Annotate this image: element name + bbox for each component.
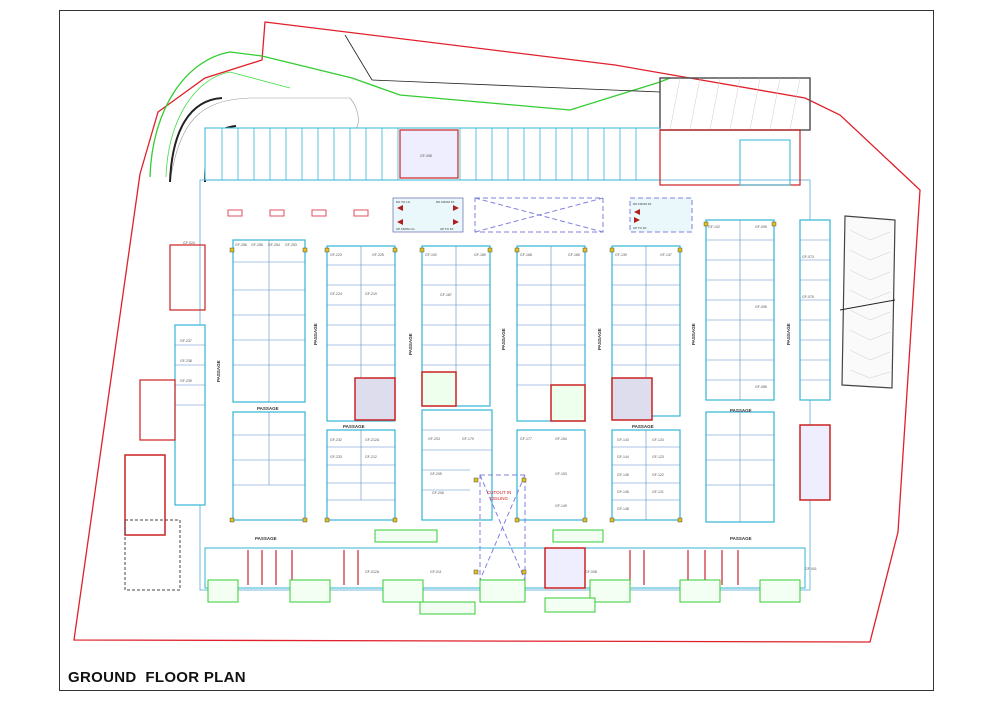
svg-text:GF-137: GF-137 — [660, 253, 672, 257]
svg-text:GF-205: GF-205 — [430, 472, 442, 476]
svg-text:GF-253: GF-253 — [285, 243, 297, 247]
drawing-frame — [59, 10, 934, 691]
svg-text:GF-154: GF-154 — [555, 437, 567, 441]
svg-text:GF-224: GF-224 — [330, 292, 342, 296]
svg-text:GF-255: GF-255 — [251, 243, 263, 247]
toilet-core-2 — [550, 384, 586, 422]
svg-text:GF-177: GF-177 — [520, 437, 532, 441]
svg-text:DN TO LG: DN TO LG — [396, 200, 411, 204]
svg-text:PASSAGE: PASSAGE — [408, 333, 413, 355]
svg-text:GF-187: GF-187 — [440, 293, 452, 297]
svg-text:GF-256: GF-256 — [235, 243, 247, 247]
drawing-title: GROUND FLOOR PLAN — [68, 669, 246, 686]
svg-text:GF-168: GF-168 — [520, 253, 532, 257]
svg-text:PASSAGE: PASSAGE — [343, 424, 365, 429]
setback-line — [149, 51, 671, 178]
svg-text:GF-102: GF-102 — [708, 225, 720, 229]
svg-text:GF-139: GF-139 — [615, 253, 627, 257]
svg-text:GF-219: GF-219 — [365, 292, 377, 296]
stair-core-1 — [354, 377, 396, 421]
svg-text:GF-144: GF-144 — [617, 455, 629, 459]
east-core — [799, 424, 831, 501]
svg-text:UP TO FF: UP TO FF — [633, 226, 647, 230]
svg-text:DN FROM FF: DN FROM FF — [436, 200, 455, 204]
svg-text:GF-189: GF-189 — [474, 253, 486, 257]
svg-text:GF-122: GF-122 — [652, 473, 664, 477]
svg-text:GF-212: GF-212 — [365, 455, 377, 459]
svg-text:PASSAGE: PASSAGE — [730, 536, 752, 541]
svg-text:GF-223: GF-223 — [330, 253, 342, 257]
svg-text:DN FROM FF: DN FROM FF — [633, 202, 652, 206]
svg-text:GF-225: GF-225 — [372, 253, 384, 257]
svg-text:GF-011: GF-011 — [430, 570, 442, 574]
svg-text:GF-124: GF-124 — [652, 438, 664, 442]
escalator-right — [629, 197, 693, 233]
svg-text:PASSAGE: PASSAGE — [632, 424, 654, 429]
svg-text:GF-165: GF-165 — [568, 253, 580, 257]
svg-text:GF-153: GF-153 — [555, 472, 567, 476]
void-north — [474, 197, 604, 233]
svg-text:GF-206: GF-206 — [432, 491, 444, 495]
svg-text:GF-233: GF-233 — [330, 455, 342, 459]
svg-text:GF-058: GF-058 — [420, 154, 432, 158]
svg-text:GF-085: GF-085 — [755, 385, 767, 389]
svg-text:GF-254: GF-254 — [268, 243, 280, 247]
svg-text:GF-075: GF-075 — [802, 295, 814, 299]
svg-text:GF-203: GF-203 — [428, 437, 440, 441]
stair-core-2 — [611, 377, 653, 421]
east-ramp — [841, 215, 896, 389]
svg-text:GF-073: GF-073 — [802, 255, 814, 259]
north-stair-core — [399, 129, 459, 179]
svg-text:GF-148: GF-148 — [617, 507, 629, 511]
north-east-service — [659, 129, 801, 186]
svg-text:CEILING: CEILING — [490, 496, 509, 501]
svg-text:GF-143: GF-143 — [617, 438, 629, 442]
svg-text:GF-239: GF-239 — [180, 379, 192, 383]
escalator-left — [392, 197, 464, 233]
svg-text:GF-012A: GF-012A — [365, 570, 380, 574]
svg-text:GF-237: GF-237 — [180, 339, 192, 343]
svg-text:PASSAGE: PASSAGE — [501, 328, 506, 350]
svg-text:GF-192: GF-192 — [425, 253, 437, 257]
site-boundary — [73, 21, 921, 643]
svg-text:PASSAGE: PASSAGE — [597, 328, 602, 350]
svg-text:PASSAGE: PASSAGE — [255, 536, 277, 541]
svg-text:GF-121: GF-121 — [652, 490, 664, 494]
svg-text:PASSAGE: PASSAGE — [257, 406, 279, 411]
ramp-curve — [169, 97, 359, 183]
svg-text:PASSAGE: PASSAGE — [691, 323, 696, 345]
svg-text:UP TO FF: UP TO FF — [440, 227, 454, 231]
svg-text:GF-212A: GF-212A — [365, 438, 380, 442]
svg-text:GF-123: GF-123 — [652, 455, 664, 459]
svg-text:PASSAGE: PASSAGE — [786, 323, 791, 345]
svg-text:GF-238: GF-238 — [180, 359, 192, 363]
svg-text:GF-024: GF-024 — [183, 241, 195, 245]
svg-text:PASSAGE: PASSAGE — [730, 408, 752, 413]
svg-text:PASSAGE: PASSAGE — [313, 323, 318, 345]
svg-text:GF-008: GF-008 — [585, 570, 597, 574]
svg-text:GF-095: GF-095 — [755, 305, 767, 309]
svg-text:UP FROM LG: UP FROM LG — [396, 227, 415, 231]
svg-text:PASSAGE: PASSAGE — [216, 360, 221, 382]
svg-text:GF-232: GF-232 — [330, 438, 342, 442]
svg-text:GF-146: GF-146 — [617, 490, 629, 494]
svg-text:GF-099: GF-099 — [755, 225, 767, 229]
west-core — [124, 454, 166, 536]
svg-text:GF-001: GF-001 — [805, 567, 817, 571]
svg-text:GF-179: GF-179 — [462, 437, 474, 441]
svg-text:GF-149: GF-149 — [555, 504, 567, 508]
toilet-core-1 — [421, 371, 457, 407]
svg-text:CUTOUT IN: CUTOUT IN — [487, 490, 511, 495]
svg-text:GF-145: GF-145 — [617, 473, 629, 477]
